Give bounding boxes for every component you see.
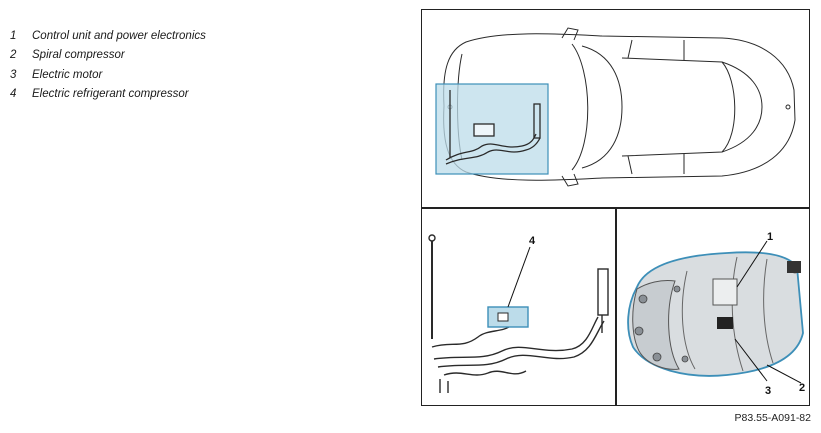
compressor-detail-panel: 1 2 3 <box>616 208 810 406</box>
legend: 1 Control unit and power electronics 2 S… <box>10 26 206 104</box>
legend-text: Electric refrigerant compressor <box>32 88 189 101</box>
callout-1: 1 <box>767 231 773 243</box>
refrigerant-circuit-panel: 4 <box>421 208 616 406</box>
legend-number: 2 <box>10 49 17 62</box>
legend-number: 1 <box>10 29 17 42</box>
engine-bay-highlight <box>435 83 549 175</box>
callout-3: 3 <box>765 385 771 397</box>
legend-text: Electric motor <box>32 68 103 81</box>
legend-number: 3 <box>10 68 17 81</box>
legend-item: 1 Control unit and power electronics <box>10 26 206 46</box>
vehicle-top-view-drawing <box>435 27 796 187</box>
callout-2: 2 <box>799 382 805 394</box>
legend-item: 3 Electric motor <box>10 65 206 85</box>
legend-text: Spiral compressor <box>32 49 125 62</box>
legend-item: 4 Electric refrigerant compressor <box>10 85 206 105</box>
vehicle-overview-panel <box>421 9 810 208</box>
refrigerant-circuit-drawing: 4 <box>428 234 609 393</box>
legend-number: 4 <box>10 88 17 101</box>
figure-code: P83.55-A091-82 <box>734 412 811 424</box>
compressor-detail-drawing: 1 2 3 <box>627 231 805 397</box>
legend-text: Control unit and power electronics <box>32 29 206 42</box>
legend-item: 2 Spiral compressor <box>10 46 206 66</box>
callout-4: 4 <box>529 235 536 247</box>
